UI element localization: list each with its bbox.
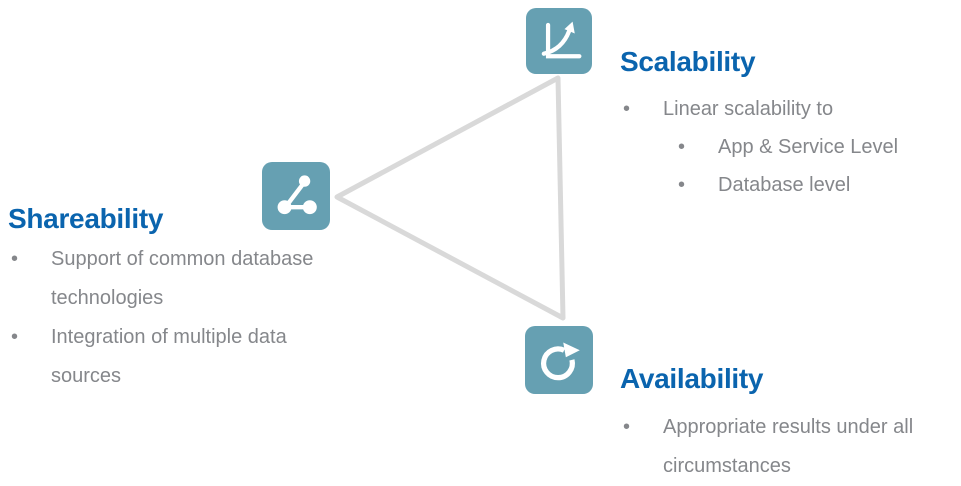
bullet-marker: • (11, 248, 19, 270)
bullet-text: App & Service Level (718, 136, 899, 158)
bullet-marker: • (623, 416, 631, 438)
bullet-text: Integration of multiple data sources (51, 326, 287, 387)
growth-chart-icon (526, 8, 592, 74)
bullet-item: • Database level (620, 166, 961, 204)
shareability-bullet-list: • Support of common database technologie… (8, 240, 351, 396)
bullet-item: • Appropriate results under all circumst… (620, 408, 961, 486)
bullet-marker: • (678, 136, 686, 158)
bullet-marker: • (678, 174, 686, 196)
bullet-text: Linear scalability to (663, 98, 834, 120)
availability-bullet-list: • Appropriate results under all circumst… (620, 408, 961, 486)
bullet-text: Support of common database technologies (51, 248, 314, 309)
availability-node: Availability • Appropriate results under… (620, 361, 961, 486)
bullet-marker: • (623, 98, 631, 120)
bullet-marker: • (11, 326, 19, 348)
share-nodes-glyph (277, 175, 317, 215)
shareability-node: Shareability • Support of common databas… (8, 200, 351, 396)
refresh-arrow-icon (525, 326, 593, 394)
share-nodes-icon (262, 162, 330, 230)
bullet-item: • App & Service Level (620, 128, 961, 166)
bullet-item: • Support of common database technologie… (8, 240, 351, 318)
bullet-item: • Linear scalability to (620, 90, 961, 128)
refresh-arrow-glyph (541, 342, 580, 381)
scalability-title: Scalability (620, 46, 756, 77)
shareability-title: Shareability (8, 203, 164, 234)
bullet-item: • Integration of multiple data sources (8, 318, 351, 396)
scalability-node: Scalability • Linear scalability to • Ap… (620, 44, 961, 204)
bullet-text: Appropriate results under all circumstan… (663, 416, 914, 477)
bullet-text: Database level (718, 174, 851, 196)
growth-chart-glyph (541, 21, 582, 59)
scalability-bullet-list: • Linear scalability to • App & Service … (620, 90, 961, 204)
availability-title: Availability (620, 363, 764, 394)
